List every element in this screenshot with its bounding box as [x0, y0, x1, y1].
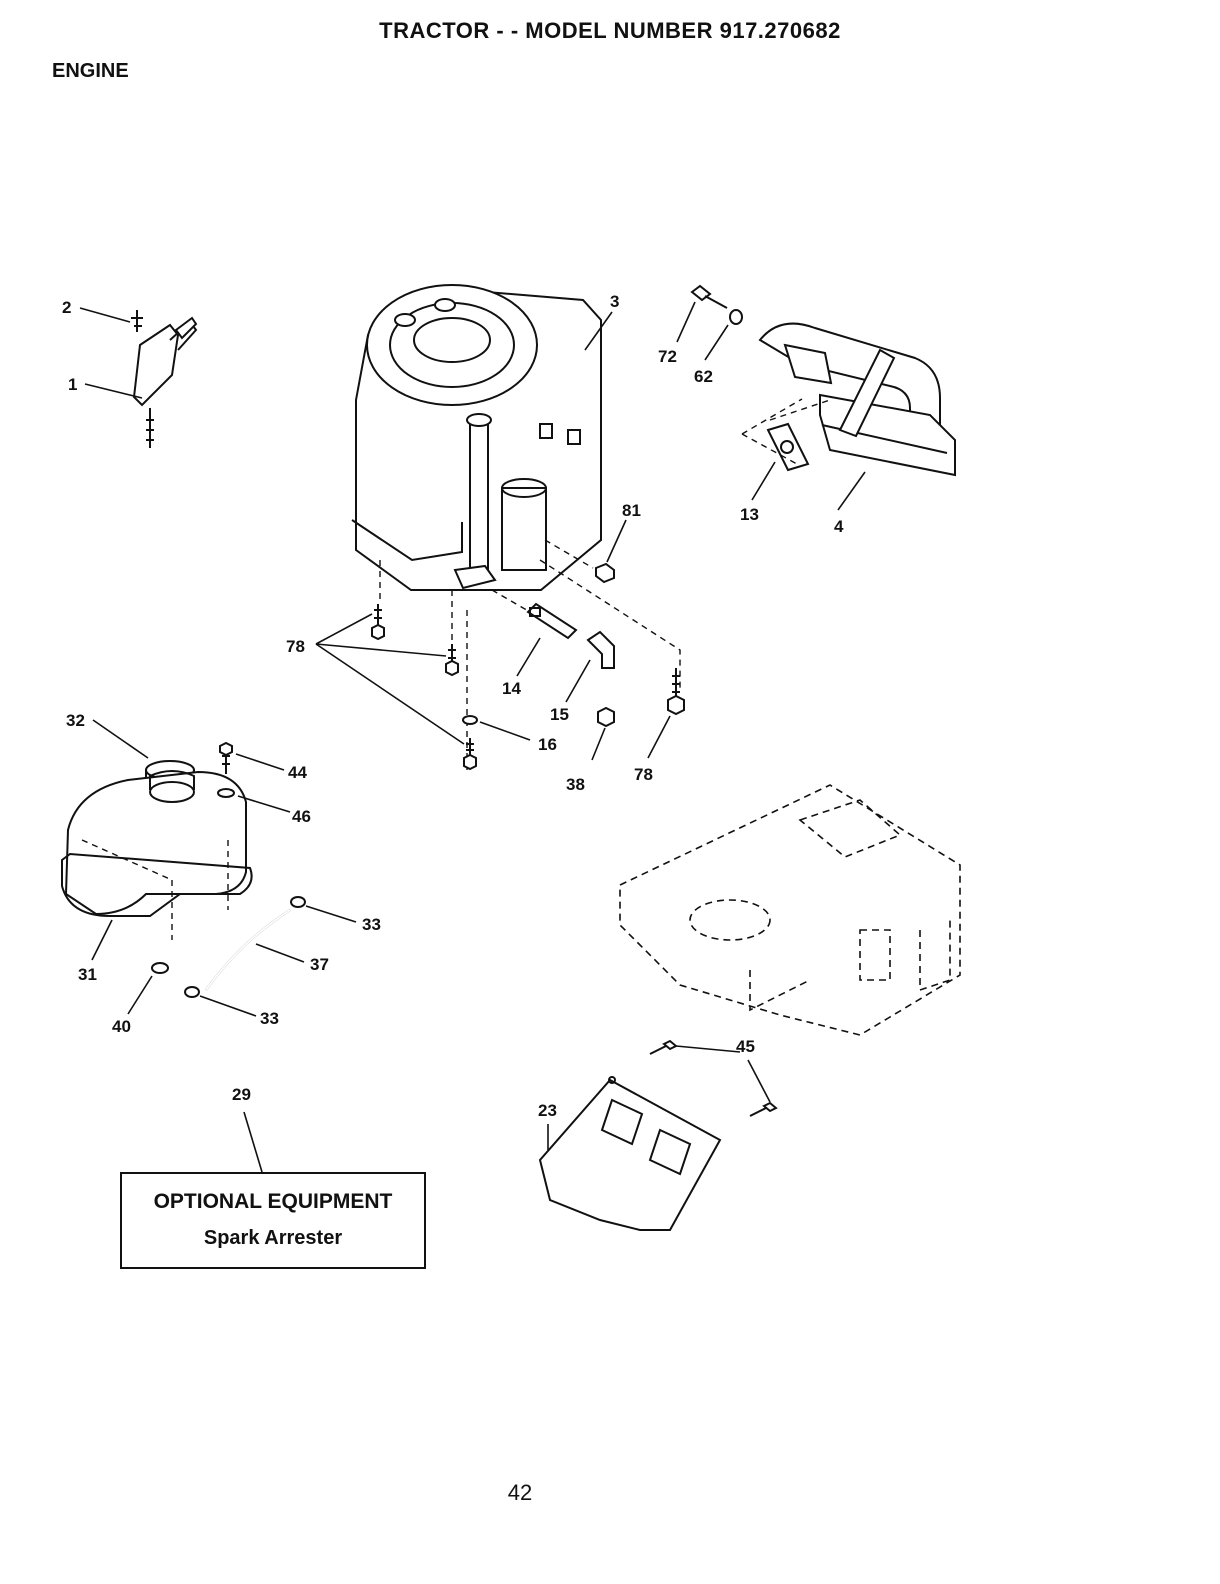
page-number: 42	[507, 1480, 533, 1505]
exhaust-gasket	[766, 422, 810, 472]
callout-29: 29	[232, 1085, 251, 1104]
shield-screw	[649, 1039, 678, 1055]
page-title: TRACTOR - - MODEL NUMBER 917.270682	[379, 18, 841, 43]
muffler-assembly	[758, 322, 956, 477]
optional-equipment-box: OPTIONAL EQUIPMENT Spark Arrester	[120, 1172, 426, 1269]
throttle-control-bracket	[131, 310, 198, 448]
section-heading: ENGINE	[52, 60, 129, 82]
callout-4: 4	[834, 517, 844, 536]
callout-78-left: 78	[286, 637, 305, 656]
drain-tube	[526, 602, 578, 640]
callout-2: 2	[62, 298, 71, 317]
hose-clamp	[290, 896, 306, 908]
tank-screw	[219, 741, 233, 774]
callout-33-lower: 33	[260, 1009, 279, 1028]
callout-40: 40	[112, 1017, 131, 1036]
shield-screw	[749, 1101, 778, 1117]
callout-31: 31	[78, 965, 97, 984]
engine-assembly	[351, 284, 602, 591]
exhaust-bolt	[690, 284, 728, 309]
callout-14: 14	[502, 679, 521, 698]
callout-44: 44	[288, 763, 307, 782]
callout-38: 38	[566, 775, 585, 794]
callout-15: 15	[550, 705, 569, 724]
drain-cap-nut	[597, 706, 615, 728]
callout-45: 45	[736, 1037, 755, 1056]
callout-16: 16	[538, 735, 557, 754]
flat-washer	[462, 715, 478, 725]
callout-3: 3	[610, 292, 619, 311]
mounting-bolt	[445, 644, 459, 677]
heat-shield	[538, 1076, 722, 1231]
callout-1: 1	[68, 375, 77, 394]
tank-grommet	[151, 962, 169, 974]
callout-32: 32	[66, 711, 85, 730]
lock-washer	[729, 309, 743, 325]
callout-13: 13	[740, 505, 759, 524]
drain-elbow	[586, 630, 615, 669]
tank-washer	[217, 788, 235, 798]
callout-78-right: 78	[634, 765, 653, 784]
callout-62: 62	[694, 367, 713, 386]
callout-81: 81	[622, 501, 641, 520]
callout-23: 23	[538, 1101, 557, 1120]
callout-72: 72	[658, 347, 677, 366]
callout-33-upper: 33	[362, 915, 381, 934]
callout-37: 37	[310, 955, 329, 974]
hose-clamp	[184, 986, 200, 998]
optional-equipment-title: OPTIONAL EQUIPMENT	[153, 1190, 393, 1213]
fuel-line	[205, 909, 291, 991]
optional-equipment-item: Spark Arrester	[203, 1227, 343, 1249]
tractor-frame-reference	[619, 784, 961, 1036]
mounting-bolt	[371, 604, 385, 641]
callout-46: 46	[292, 807, 311, 826]
hex-nut	[595, 562, 615, 584]
fuel-tank	[61, 770, 253, 940]
drain-bolt	[667, 668, 685, 716]
mounting-bolt	[463, 738, 477, 771]
